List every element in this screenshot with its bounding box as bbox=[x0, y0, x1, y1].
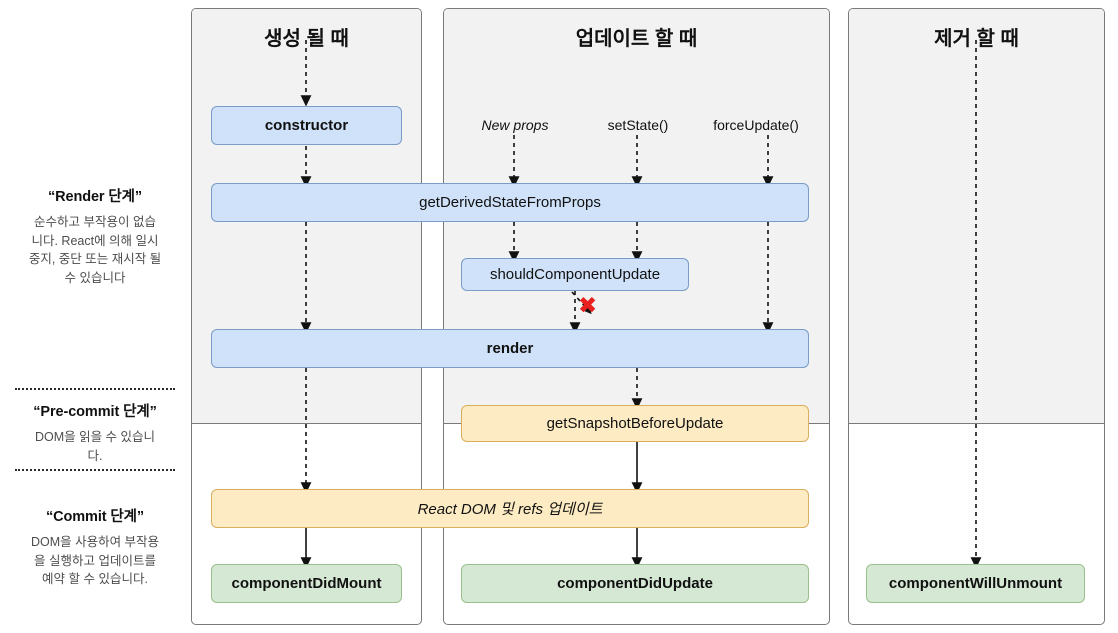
phase-desc-commit-line-2: 을 실행하고 업데이트를 bbox=[34, 553, 156, 568]
trigger-label-setstate: setState() bbox=[607, 117, 669, 133]
column-rule-unmounting bbox=[848, 423, 1105, 424]
column-title-mounting: 생성 될 때 bbox=[264, 28, 349, 50]
node-shouldcomponentupdate[interactable]: shouldComponentUpdate bbox=[461, 258, 689, 291]
phase-label-rail: “Render 단계” 순수하고 부작용이 없습 니다. React에 의해 일… bbox=[0, 0, 190, 633]
trigger-label-forceupdate: forceUpdate() bbox=[713, 117, 799, 133]
node-componentwillunmount[interactable]: componentWillUnmount bbox=[866, 564, 1085, 603]
blocked-x-icon: ✖ bbox=[578, 293, 598, 319]
phase-block-commit: “Commit 단계” DOM을 사용하여 부작용 을 실행하고 업데이트를 예… bbox=[8, 505, 182, 589]
phase-desc-precommit: DOM을 읽을 수 있습니 다. bbox=[8, 428, 182, 465]
node-constructor[interactable]: constructor bbox=[211, 106, 402, 145]
node-render[interactable]: render bbox=[211, 329, 809, 368]
node-react-dom-and-refs-update[interactable]: React DOM 및 refs 업데이트 bbox=[211, 489, 809, 528]
node-getsnapshotbeforeupdate[interactable]: getSnapshotBeforeUpdate bbox=[461, 405, 809, 442]
phase-title-render: “Render 단계” bbox=[47, 189, 143, 205]
column-title-updating: 업데이트 할 때 bbox=[575, 28, 698, 50]
node-componentdidmount[interactable]: componentDidMount bbox=[211, 564, 402, 603]
phase-title-precommit: “Pre-commit 단계” bbox=[33, 404, 157, 420]
phase-block-precommit: “Pre-commit 단계” DOM을 읽을 수 있습니 다. bbox=[8, 400, 182, 465]
trigger-label-new-props: New props bbox=[481, 117, 549, 133]
phase-divider-bottom bbox=[15, 469, 175, 471]
node-componentdidupdate[interactable]: componentDidUpdate bbox=[461, 564, 809, 603]
phase-desc-precommit-line-1: DOM을 읽을 수 있습니 bbox=[34, 430, 156, 444]
phase-divider-top bbox=[15, 388, 175, 390]
phase-desc-render: 순수하고 부작용이 없습 니다. React에 의해 일시 중지, 중단 또는 … bbox=[8, 213, 182, 287]
column-title-unmounting: 제거 할 때 bbox=[934, 28, 1019, 50]
phase-title-commit: “Commit 단계” bbox=[45, 509, 145, 525]
phase-desc-render-line-2: 니다. React에 의해 일시 bbox=[31, 233, 159, 248]
phase-desc-commit: DOM을 사용하여 부작용 을 실행하고 업데이트를 예약 할 수 있습니다. bbox=[8, 533, 182, 589]
phase-desc-commit-line-3: 예약 할 수 있습니다. bbox=[42, 572, 148, 586]
phase-desc-render-line-3: 중지, 중단 또는 재시작 될 bbox=[28, 252, 162, 266]
phase-block-render: “Render 단계” 순수하고 부작용이 없습 니다. React에 의해 일… bbox=[8, 185, 182, 287]
phase-desc-render-line-1: 순수하고 부작용이 없습 bbox=[34, 215, 156, 229]
column-rule-mounting bbox=[191, 423, 422, 424]
phase-desc-commit-line-1: DOM을 사용하여 부작용 bbox=[30, 535, 160, 549]
node-getderivedstatefromprops[interactable]: getDerivedStateFromProps bbox=[211, 183, 809, 222]
phase-desc-render-line-4: 수 있습니다 bbox=[64, 270, 126, 285]
phase-desc-precommit-line-2: 다. bbox=[87, 448, 103, 463]
